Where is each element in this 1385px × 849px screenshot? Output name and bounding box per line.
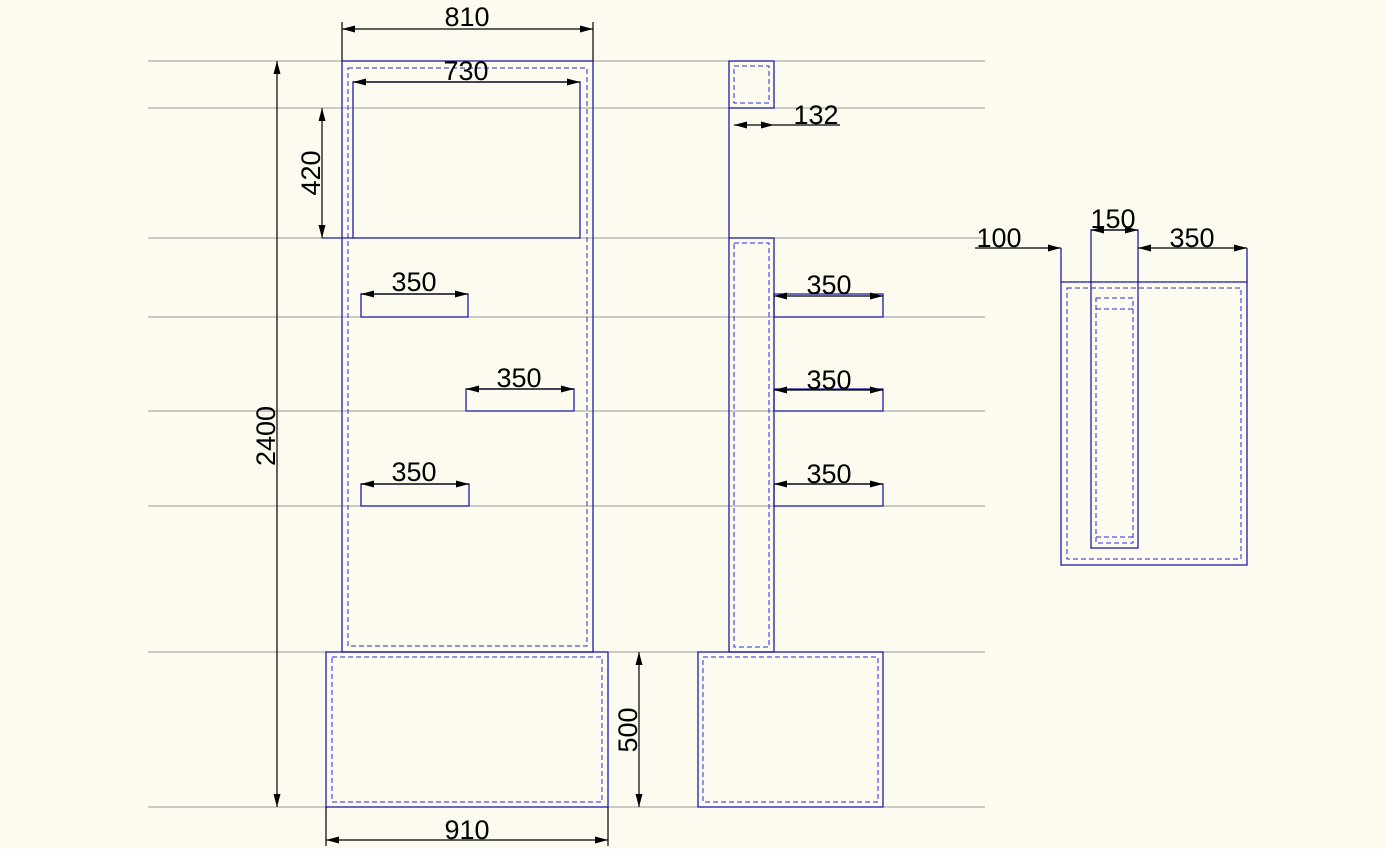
dimension-labels: 810 730 420 2400 350 350 350 500 910 132… bbox=[251, 2, 1215, 845]
dim-plan-left: 100 bbox=[976, 223, 1021, 253]
dim-side-shelf-2: 350 bbox=[806, 365, 851, 395]
dim-front-shelf-1: 350 bbox=[391, 267, 436, 297]
front-opening bbox=[352, 81, 581, 239]
plan-inner bbox=[1066, 287, 1242, 560]
dim-front-width: 810 bbox=[444, 2, 489, 32]
front-view bbox=[322, 60, 609, 808]
dim-side-shelf-1: 350 bbox=[806, 270, 851, 300]
dim-plan-middle: 150 bbox=[1090, 204, 1135, 234]
dim-opening-height: 420 bbox=[296, 150, 326, 195]
front-base-inner bbox=[331, 656, 603, 803]
dim-opening-width: 730 bbox=[443, 56, 488, 86]
dim-side-depth: 132 bbox=[793, 100, 838, 130]
side-shelf-2 bbox=[773, 388, 884, 412]
side-main-inner bbox=[733, 242, 770, 648]
front-cabinet-outline bbox=[341, 60, 594, 653]
front-shelf-3 bbox=[360, 483, 470, 507]
plan-outline bbox=[1060, 281, 1248, 566]
side-upper-inner bbox=[733, 65, 770, 104]
plan-post-inner bbox=[1095, 297, 1134, 544]
dim-front-shelf-3: 350 bbox=[391, 457, 436, 487]
dimension-lines bbox=[273, 22, 1247, 846]
side-base-outline bbox=[697, 651, 884, 808]
dim-plan-right: 350 bbox=[1169, 223, 1214, 253]
side-base-inner bbox=[702, 656, 879, 803]
side-shelf-1 bbox=[773, 293, 884, 318]
dim-front-shelf-2: 350 bbox=[496, 363, 541, 393]
front-cabinet-inner bbox=[347, 67, 588, 647]
side-main-panel bbox=[728, 237, 775, 653]
dim-base-width: 910 bbox=[444, 815, 489, 845]
dim-side-shelf-3: 350 bbox=[806, 459, 851, 489]
plan-post bbox=[1090, 229, 1139, 549]
side-upper-panel bbox=[728, 60, 775, 109]
front-base-outline bbox=[325, 651, 609, 808]
dim-base-height: 500 bbox=[613, 707, 643, 752]
plan-view bbox=[1060, 229, 1248, 566]
front-shelf-1 bbox=[360, 293, 469, 318]
side-view bbox=[697, 60, 884, 808]
dim-total-height: 2400 bbox=[251, 406, 281, 466]
